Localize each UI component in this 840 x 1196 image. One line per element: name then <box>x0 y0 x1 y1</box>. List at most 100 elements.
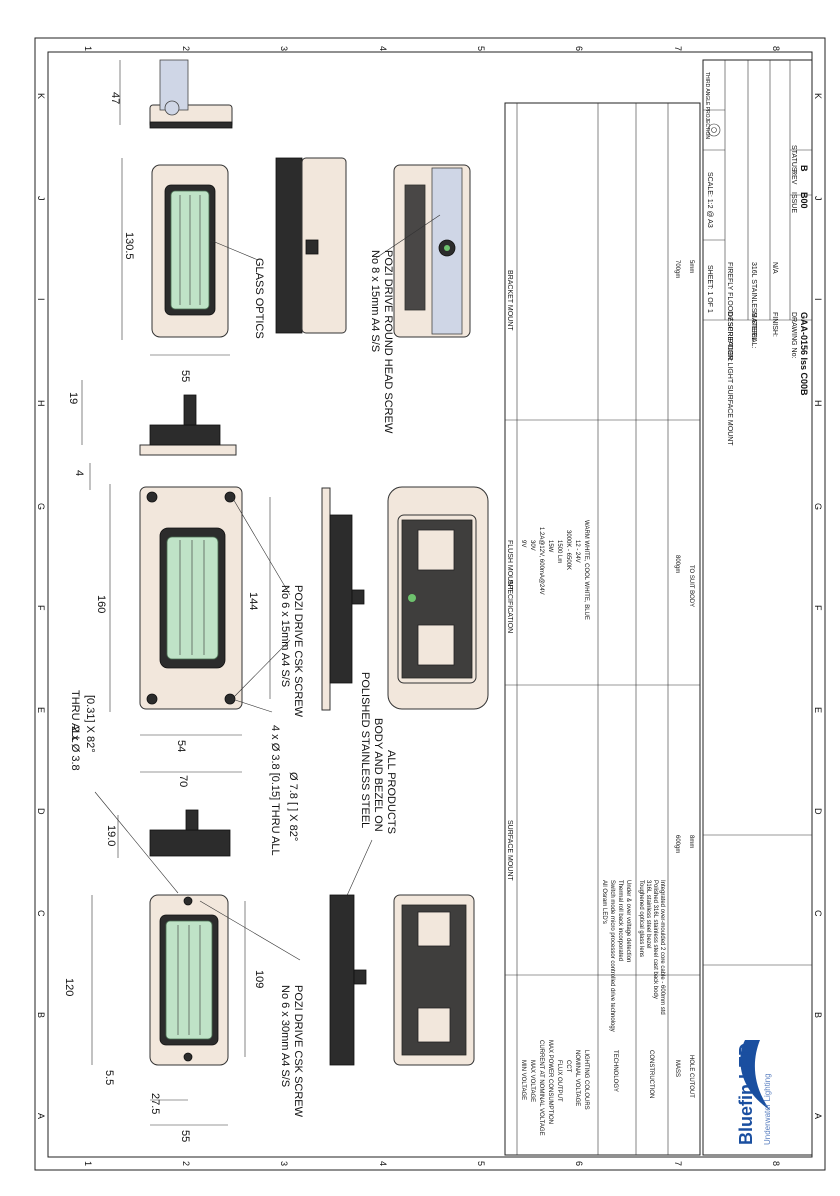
dim-19: 19 <box>67 392 79 404</box>
zone-col-1-bottom: 1 <box>83 1161 93 1166</box>
note-glass-optics: GLASS OPTICS <box>253 258 265 339</box>
spec-row-value-2: 1.2A@12V, 600mA@24V <box>538 527 544 595</box>
zone-numbers: 1 2 3 4 5 6 7 8 1 2 3 4 5 6 7 8 <box>83 46 781 1166</box>
spec-row-label-0: MIN VOLTAGE <box>520 1060 526 1100</box>
construction-item-1: 316L stainless steel bezel <box>645 880 651 949</box>
tech-item-0: All Osram LED's <box>601 880 607 924</box>
zone-row-A-right: A <box>813 1113 823 1119</box>
construction-item-0: Toughened optical glass lens <box>638 880 644 957</box>
zone-row-I-right: I <box>813 298 823 301</box>
zone-row-H-right: H <box>813 400 823 407</box>
bracket-front-view <box>151 164 229 338</box>
tech-label: TECHNOLOGY <box>612 1050 618 1092</box>
hole-flush: TO SUIT BODY <box>688 565 694 607</box>
spec-header: SPECIFICATION <box>506 580 513 633</box>
zone-row-K-left: K <box>36 93 46 99</box>
flush-front-view <box>139 486 243 710</box>
bracket-side-view <box>149 59 233 129</box>
bracket-back-view <box>393 164 471 338</box>
tb-sheet: SHEET: 1 OF 1 <box>706 265 713 313</box>
zone-col-2-top: 2 <box>181 46 191 51</box>
zone-row-F-left: F <box>36 605 46 611</box>
spec-row-label-3: MAX POWER CONSUMPTION <box>547 1040 553 1124</box>
logo-tagline: Underwater Lighting <box>763 1073 772 1145</box>
spec-row-label-6: NOMINAL VOLTAGE <box>574 1050 580 1106</box>
dim-55-bottom: 55 <box>179 1130 191 1142</box>
spec-row-label-4: FLUX OUTPUT <box>556 1060 562 1102</box>
zone-row-J-left: J <box>36 196 46 201</box>
zone-col-4-top: 4 <box>378 46 388 51</box>
note-bracket-screw-2: POZI DRIVE ROUND HEAD SCREW <box>382 250 394 434</box>
spec-row-value-5: 3000K - 6500K <box>565 530 571 570</box>
outer-frame <box>34 37 826 1171</box>
title-block <box>702 59 813 1156</box>
spec-row-label-5: CCT <box>565 1060 571 1073</box>
mass-label: MASS <box>674 1060 680 1077</box>
note-surface-screw-1: No 6 x 30mm A4 S/S <box>279 985 291 1087</box>
spec-col-bracket: BRACKET MOUNT <box>506 270 513 331</box>
spec-row-value-1: 30V <box>529 540 535 551</box>
zone-letters: A B C D E F G H I J K A B C D E F G H I … <box>36 93 823 1119</box>
bluefin-logo: Bluefin LED Underwater Lighting <box>736 1040 772 1145</box>
zone-row-E-right: E <box>813 707 823 713</box>
zone-row-E-left: E <box>36 707 46 713</box>
zone-col-5-bottom: 5 <box>476 1161 486 1166</box>
zone-row-B-right: B <box>813 1012 823 1018</box>
zone-col-7-bottom: 7 <box>673 1161 683 1166</box>
note-hole2-thru: THRU ALL <box>69 690 81 743</box>
tech-item-3: Under & over voltage detection <box>625 880 631 962</box>
tb-status-label: STATUS: <box>790 145 797 174</box>
tb-rev: B <box>799 165 809 172</box>
spec-row-value-3: 15W <box>547 540 553 553</box>
spec-mass: MASS 600gm 800gm 700gm <box>674 260 680 1077</box>
dim-120: 120 <box>63 978 75 996</box>
note-hole4-line1: 4 x Ø 3.8 [0.15] THRU ALL <box>269 725 281 856</box>
note-flush-screw-1: No 6 x 15mm A4 S/S <box>279 585 291 687</box>
dim-4: 4 <box>73 470 85 476</box>
spec-table <box>504 102 701 1156</box>
tb-finish: N/A <box>771 262 778 274</box>
zone-row-H-left: H <box>36 400 46 407</box>
surface-top-view <box>329 894 367 1066</box>
zone-col-7-top: 7 <box>673 46 683 51</box>
surface-front-view <box>149 894 229 1066</box>
construction-item-3: Integrated over-moulded 2 core cable - 6… <box>659 880 665 1015</box>
note-polished-3: ALL PRODUCTS <box>385 750 397 834</box>
bracket-top-view <box>275 157 347 334</box>
tech-item-1: Switch mode micro processor controlled d… <box>609 880 615 1032</box>
dim-54: 54 <box>175 740 187 752</box>
spec-row-value-6: 12 - 24V <box>574 540 580 563</box>
zone-col-3-top: 3 <box>279 46 289 51</box>
tb-material-label: MATERIAL: <box>750 312 757 348</box>
dim-19-0: 19.0 <box>105 825 117 846</box>
spec-hole: HOLE CUTOUT 8mm TO SUIT BODY 5mm <box>688 260 694 1098</box>
flush-side-view <box>139 394 237 456</box>
spec-row-label-1: MAX VOLTAGE <box>529 1060 535 1102</box>
note-polished-2: BODY AND BEZEL ON <box>372 718 384 832</box>
surface-side-view <box>149 809 231 857</box>
hole-bracket: 5mm <box>688 260 694 273</box>
spec-col-surface: SURFACE MOUNT <box>506 820 513 881</box>
note-flush-screw-2: POZI DRIVE CSK SCREW <box>292 585 304 718</box>
zone-row-C-left: C <box>36 910 46 917</box>
zone-row-I-left: I <box>36 298 46 301</box>
dim-130-5: 130.5 <box>123 232 135 260</box>
spec-row-value-7: WARM WHITE, COOL WHITE, BLUE <box>583 520 589 620</box>
zone-row-D-left: D <box>36 808 46 815</box>
zone-row-A-left: A <box>36 1113 46 1119</box>
construction-label: CONSTRUCTION <box>648 1050 654 1098</box>
dim-109: 109 <box>253 970 265 988</box>
mass-bracket: 700gm <box>674 260 680 278</box>
spec-technology: TECHNOLOGY All Osram LED's Switch mode m… <box>601 880 631 1092</box>
zone-row-F-right: F <box>813 605 823 611</box>
hole-surface: 8mm <box>688 835 694 848</box>
hole-label: HOLE CUTOUT <box>688 1055 694 1098</box>
note-hole2-line1: 2 x Ø 3.8 <box>69 726 81 771</box>
logo-brand: Bluefin LED <box>736 1043 756 1145</box>
spec-construction: CONSTRUCTION Toughened optical glass len… <box>638 880 665 1098</box>
tb-rev-label: REV <box>790 170 797 185</box>
flush-back-view <box>387 486 489 710</box>
tb-issue-label: ISSUE <box>790 192 797 213</box>
